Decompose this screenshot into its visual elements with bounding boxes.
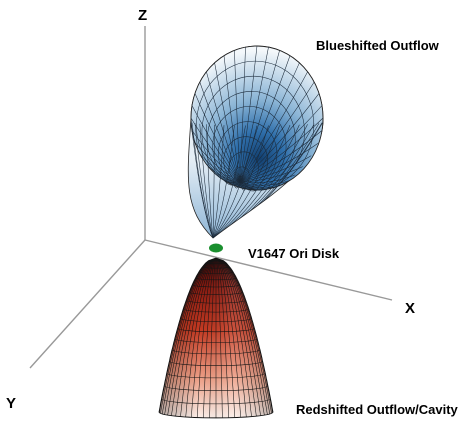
disk-label: V1647 Ori Disk — [248, 246, 340, 261]
blueshifted-outflow-cone — [187, 45, 324, 239]
redshifted-outflow-label: Redshifted Outflow/Cavity — [296, 402, 459, 417]
blueshifted-outflow-label: Blueshifted Outflow — [316, 38, 440, 53]
y-axis — [29, 239, 146, 369]
x-axis-label: X — [405, 300, 415, 317]
red-cavity-mesh — [159, 258, 273, 418]
x-axis — [144, 239, 393, 301]
v1647-ori-disk — [209, 243, 223, 253]
blue-cone-mesh — [190, 46, 324, 238]
redshifted-outflow-cavity — [158, 257, 274, 419]
y-axis-label: Y — [6, 395, 16, 412]
z-axis-label: Z — [138, 7, 147, 24]
axes — [29, 26, 393, 369]
